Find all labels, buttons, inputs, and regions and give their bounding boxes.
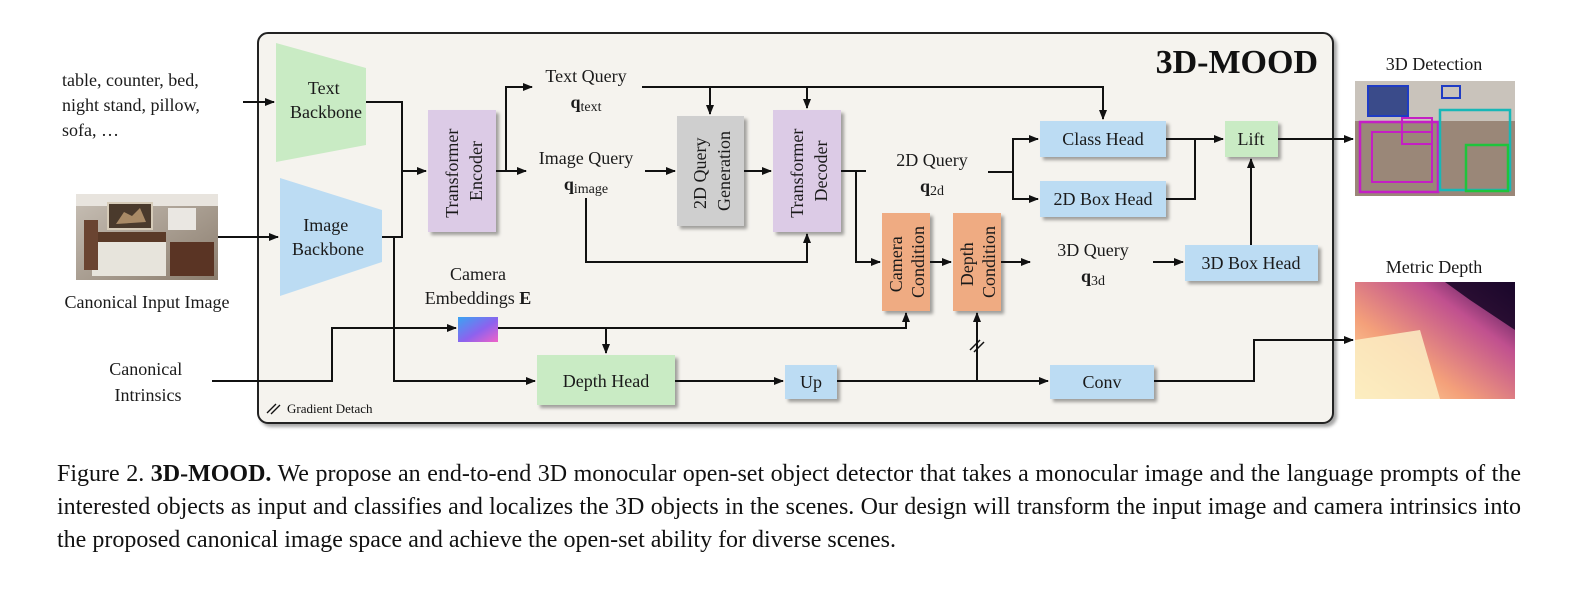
depth-head: Depth Head [537,355,675,405]
class-head: Class Head [1040,121,1166,157]
svg-text:Camera: Camera [450,264,506,284]
image-backbone: Image Backbone [280,178,382,296]
svg-text:q3d: q3d [1081,266,1105,289]
svg-text:Image Backbone: Image Backbone [292,215,364,259]
svg-text:Depth Head: Depth Head [563,371,649,391]
canonical-input-image [76,194,218,280]
svg-text:q2d: q2d [920,176,944,199]
query-generation-block: 2D Query Generation [677,116,744,226]
figure-caption: Figure 2. 3D-MOOD. We propose an end-to-… [57,458,1521,557]
text-query-label: Text Query qtext [545,66,626,115]
svg-text:Transformer Encoder: Transformer Encoder [442,124,486,218]
detection-label: 3D Detection [1386,54,1482,74]
box2d-head: 2D Box Head [1040,181,1166,217]
svg-text:Up: Up [800,372,822,392]
connections [212,83,1354,385]
metric-depth-image [1355,282,1515,399]
gradient-detach-legend: Gradient Detach [266,401,373,416]
svg-text:Class Head: Class Head [1062,129,1143,149]
depth-label: Metric Depth [1386,257,1482,277]
query-2d-label: 2D Query q2d [896,150,967,199]
svg-text:2D Query Generation: 2D Query Generation [690,131,734,211]
svg-text:2D Query: 2D Query [896,150,967,170]
transformer-encoder: Transformer Encoder [428,110,496,232]
svg-text:qimage: qimage [564,174,608,197]
svg-text:Camera Condition: Camera Condition [886,226,928,298]
svg-text:2D Box Head: 2D Box Head [1054,189,1153,209]
camera-embeddings: Camera Embeddings E [425,264,532,342]
svg-text:Embeddings E: Embeddings E [425,288,532,308]
camera-condition: Camera Condition [882,213,930,311]
caption-prefix: Figure 2. [57,461,145,487]
detection-output-image [1355,81,1515,196]
depth-condition: Depth Condition [953,213,1001,311]
caption-text: We propose an end-to-end 3D monocular op… [57,461,1521,553]
svg-text:Depth Condition: Depth Condition [957,226,999,298]
text-backbone: Text Backbone [276,43,366,162]
svg-text:Text Backbone: Text Backbone [290,78,362,122]
svg-text:qtext: qtext [570,92,601,115]
up-block: Up [785,365,837,399]
svg-text:Transformer Decoder: Transformer Decoder [787,124,831,218]
input-image-label: Canonical Input Image [65,292,230,312]
model-title: 3D-MOOD [1156,44,1318,81]
canonical-intrinsics: Canonical Intrinsics [109,359,186,405]
query-3d-label: 3D Query q3d [1057,240,1128,289]
svg-text:Image Query: Image Query [539,148,633,168]
svg-text:Conv: Conv [1082,372,1121,392]
text-prompt: table, counter, bed, night stand, pillow… [62,70,204,140]
svg-text:Text Query: Text Query [545,66,626,86]
svg-text:Lift: Lift [1238,129,1265,149]
gradient-detach-mark [969,339,985,353]
conv-block: Conv [1050,365,1154,399]
box3d-head: 3D Box Head [1185,245,1318,281]
svg-text:3D Query: 3D Query [1057,240,1128,260]
svg-text:3D Box Head: 3D Box Head [1202,253,1301,273]
architecture-diagram: 3D-MOOD table, counter, bed, night stand… [62,32,1515,424]
caption-bold: 3D-MOOD. [150,461,272,487]
transformer-decoder: Transformer Decoder [773,110,841,232]
svg-text:Gradient Detach: Gradient Detach [287,401,373,416]
lift-block: Lift [1225,121,1278,157]
image-query-label: Image Query qimage [539,148,633,197]
